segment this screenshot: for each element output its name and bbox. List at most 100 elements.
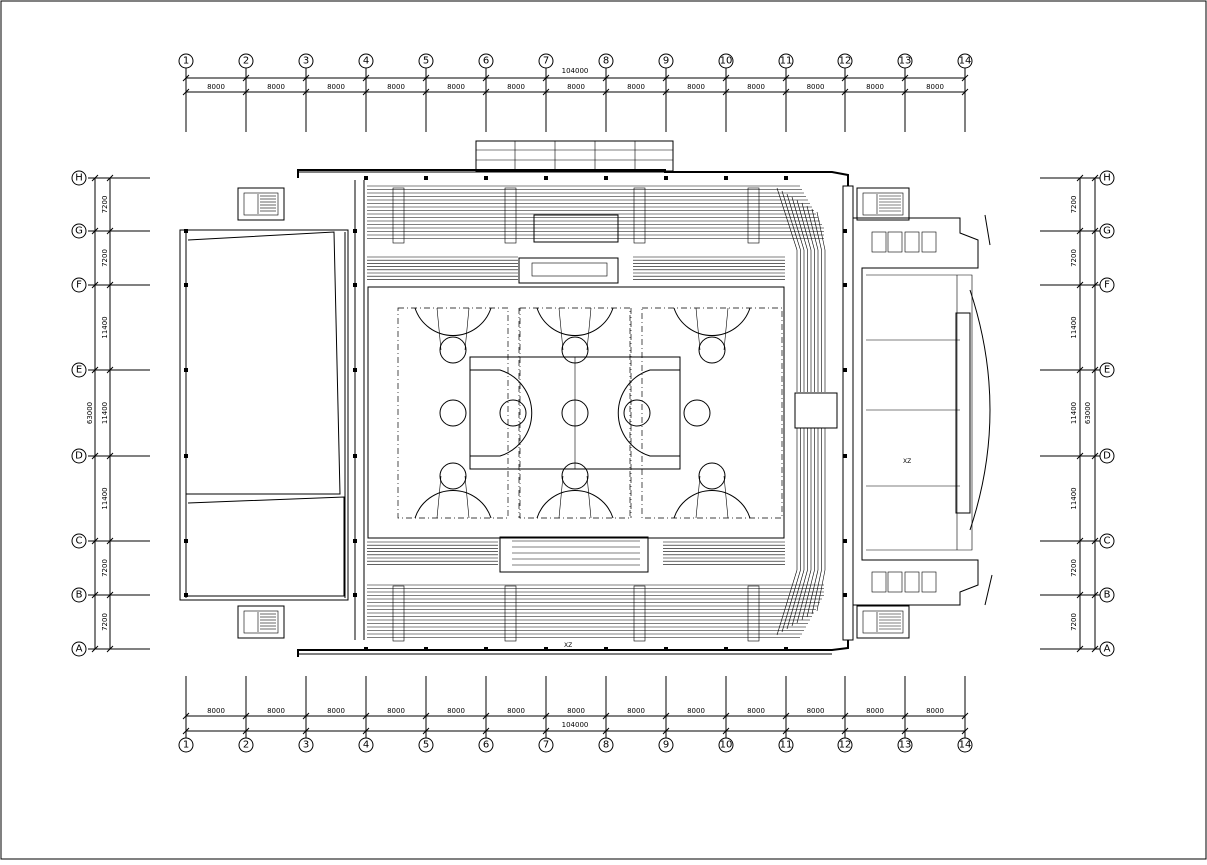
row-spacing: 7200 — [101, 613, 109, 631]
column — [424, 176, 428, 180]
axis-bubble-C — [71, 533, 87, 549]
axis-label-A: A — [1104, 644, 1111, 655]
row-spacing: 7200 — [1070, 613, 1078, 631]
aisle — [747, 187, 760, 244]
column-spacing: 8000 — [387, 83, 405, 91]
column — [364, 647, 368, 651]
axis-label-13: 13 — [899, 56, 912, 67]
free-throw-circle — [439, 336, 467, 364]
column — [664, 176, 668, 180]
room-label-south: XZ — [564, 642, 572, 649]
small-room — [921, 231, 937, 253]
side-circle — [683, 399, 711, 427]
column-spacing: 8000 — [567, 707, 585, 715]
axis-bubble-4 — [358, 53, 374, 69]
stair — [856, 605, 910, 639]
axis-bubble-12 — [837, 53, 853, 69]
axis-label-C: C — [76, 536, 83, 547]
axis-bubble-D — [1099, 448, 1115, 464]
axis-bubble-E — [1099, 362, 1115, 378]
key-east — [617, 369, 680, 457]
total-width-left: 63000 — [86, 402, 94, 424]
axis-bubble-A — [71, 641, 87, 657]
center-circle — [561, 399, 589, 427]
column-spacing: 8000 — [747, 707, 765, 715]
axis-label-B: B — [1104, 590, 1111, 601]
south-box — [499, 536, 649, 573]
axis-bubble-1 — [178, 53, 194, 69]
axis-bubble-9 — [658, 53, 674, 69]
axis-label-10: 10 — [720, 56, 733, 67]
axis-bubble-8 — [598, 737, 614, 753]
north-box — [533, 214, 619, 243]
court-outline — [641, 307, 783, 519]
axis-label-9: 9 — [663, 56, 669, 67]
three-point-arc — [536, 489, 614, 519]
column — [364, 176, 368, 180]
axis-bubble-H — [1099, 170, 1115, 186]
column-spacing: 8000 — [807, 83, 825, 91]
axis-label-G: G — [1103, 226, 1111, 237]
column-spacing: 8000 — [926, 83, 944, 91]
free-throw-circle — [439, 462, 467, 490]
building-outline — [297, 140, 849, 657]
column-spacing: 8000 — [567, 83, 585, 91]
small-room — [904, 571, 920, 593]
column — [353, 283, 357, 287]
axis-label-5: 5 — [423, 56, 429, 67]
axis-label-4: 4 — [363, 740, 369, 751]
row-spacing: 7200 — [101, 559, 109, 577]
column — [353, 454, 357, 458]
column-spacing: 8000 — [807, 707, 825, 715]
column — [843, 283, 847, 287]
axis-bubble-7 — [538, 53, 554, 69]
column — [184, 593, 188, 597]
axis-label-14: 14 — [959, 740, 972, 751]
column-spacing: 8000 — [447, 83, 465, 91]
east-vomitory — [794, 392, 838, 429]
column-spacing: 8000 — [267, 83, 285, 91]
column-spacing: 8000 — [507, 83, 525, 91]
axis-bubble-E — [71, 362, 87, 378]
three-point-arc — [673, 489, 751, 519]
axis-bubble-C — [1099, 533, 1115, 549]
aisle — [504, 187, 517, 244]
west-wing — [179, 180, 365, 640]
axis-bubble-6 — [478, 53, 494, 69]
stage-edge — [955, 312, 971, 514]
basketball-courts — [367, 286, 785, 539]
key-west — [470, 369, 533, 457]
axis-label-E: E — [1104, 365, 1110, 376]
column — [353, 229, 357, 233]
axis-label-E: E — [76, 365, 82, 376]
column — [184, 283, 188, 287]
row-spacing: 7200 — [1070, 196, 1078, 214]
axis-label-C: C — [1104, 536, 1111, 547]
column — [843, 368, 847, 372]
axis-label-H: H — [1103, 173, 1111, 184]
axis-label-5: 5 — [423, 740, 429, 751]
aisle — [633, 187, 646, 244]
row-spacing: 11400 — [1070, 487, 1078, 509]
column — [184, 368, 188, 372]
stair — [237, 605, 285, 639]
axis-bubble-4 — [358, 737, 374, 753]
key-circle-east — [623, 399, 651, 427]
column — [724, 176, 728, 180]
small-room — [921, 571, 937, 593]
column-spacing: 8000 — [687, 707, 705, 715]
column — [843, 229, 847, 233]
aisle — [392, 187, 405, 244]
row-spacing: 11400 — [101, 487, 109, 509]
column-spacing: 8000 — [447, 707, 465, 715]
axis-bubble-B — [1099, 587, 1115, 603]
key-circle-west — [499, 399, 527, 427]
axis-label-6: 6 — [483, 56, 489, 67]
axis-label-7: 7 — [543, 740, 549, 751]
axis-label-11: 11 — [780, 740, 793, 751]
axis-label-3: 3 — [303, 740, 309, 751]
axis-label-F: F — [1104, 280, 1110, 291]
column-spacing: 8000 — [627, 83, 645, 91]
